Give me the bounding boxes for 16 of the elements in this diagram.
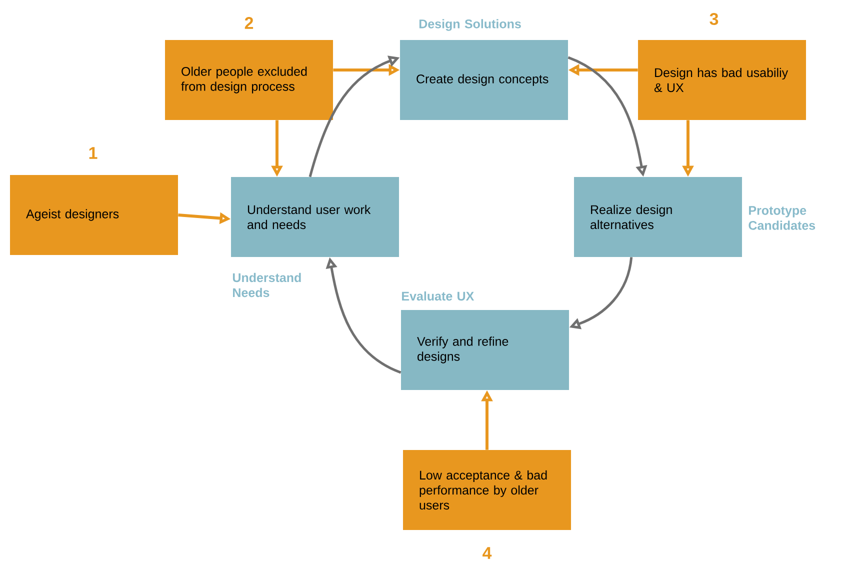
step-number: 4 (482, 547, 492, 559)
problem-box: Older people excluded from design process (165, 40, 333, 120)
process-box: Understand user work and needs (231, 177, 399, 257)
problem-box: Low acceptance & bad performance by older users (403, 450, 571, 530)
process-box: Verify and refine designs (401, 310, 569, 390)
step-number: 3 (710, 12, 718, 26)
problem-box: Design has bad usabiliy & UX (638, 40, 806, 120)
process-box: Realize design alternatives (574, 177, 742, 257)
stage-label: Prototype Candidates (748, 206, 816, 230)
step-number: 2 (244, 17, 254, 29)
step-number: 1 (89, 147, 98, 159)
problem-box: Ageist designers (10, 175, 178, 255)
process-box: Create design concepts (400, 40, 568, 120)
stage-label: Evaluate UX (402, 291, 474, 301)
stage-label: Understand Needs (232, 272, 301, 298)
stage-label: Design Solutions (419, 19, 521, 31)
